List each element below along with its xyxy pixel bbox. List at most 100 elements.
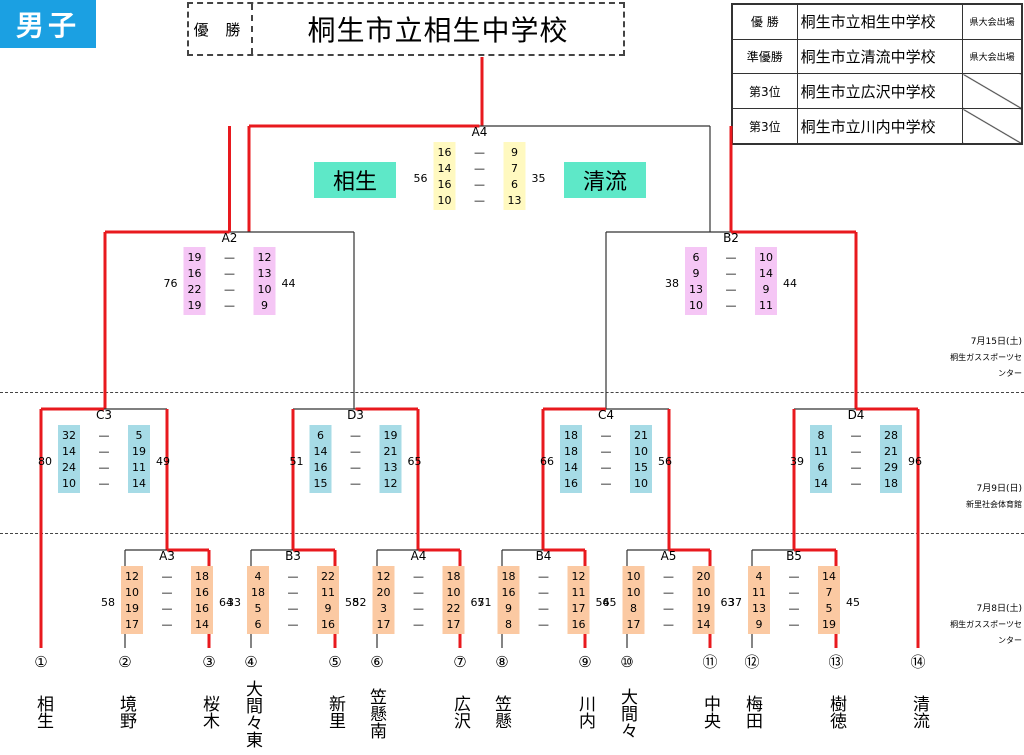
score-box-right xyxy=(755,247,777,315)
score-dash: — xyxy=(538,586,549,599)
set-score-left: 32 xyxy=(62,429,76,442)
total-score-left: 37 xyxy=(728,596,742,609)
set-score-left: 16 xyxy=(502,586,516,599)
score-dash: — xyxy=(288,586,299,599)
set-score-right: 11 xyxy=(572,586,586,599)
set-score-right: 14 xyxy=(697,618,711,631)
set-score-right: 14 xyxy=(195,618,209,631)
team-name: 新里 xyxy=(325,695,345,729)
score-box-left xyxy=(121,566,143,634)
score-box-right xyxy=(442,566,465,634)
set-score-right: 14 xyxy=(822,570,836,583)
score-dash: — xyxy=(663,602,674,615)
results-rank: 準優勝 xyxy=(731,38,798,75)
score-dash: — xyxy=(99,461,110,474)
total-score-left: 76 xyxy=(164,277,178,290)
score-dash: — xyxy=(726,267,737,280)
score-dash: — xyxy=(99,477,110,490)
score-dash: — xyxy=(224,299,235,312)
score-box-left xyxy=(685,247,707,315)
set-score-left: 13 xyxy=(752,602,766,615)
set-score-left: 14 xyxy=(564,461,578,474)
set-score-right: 19 xyxy=(822,618,836,631)
score-dash: — xyxy=(789,618,800,631)
total-score-right: 64 xyxy=(219,596,233,609)
set-score-right: 29 xyxy=(884,461,898,474)
team-name: 桜木 xyxy=(199,695,219,729)
score-dash: — xyxy=(288,570,299,583)
set-score-left: 8 xyxy=(505,618,512,631)
score-box-right xyxy=(630,425,652,493)
set-score-left: 6 xyxy=(818,461,825,474)
set-score-right: 5 xyxy=(136,429,143,442)
team-number: ⑤ xyxy=(328,653,341,671)
results-rank: 優 勝 xyxy=(731,3,798,40)
team-name: 笠懸南 xyxy=(366,688,386,739)
set-score-right: 22 xyxy=(321,570,335,583)
set-score-right: 6 xyxy=(511,178,518,191)
match-label: A2 xyxy=(222,231,238,245)
score-dash: — xyxy=(851,461,862,474)
champion-box: 優 勝 桐生市立相生中学校 xyxy=(187,2,625,56)
team-name: 川内 xyxy=(575,695,595,729)
set-score-right: 9 xyxy=(325,602,332,615)
set-score-left: 14 xyxy=(62,445,76,458)
score-dash: — xyxy=(474,194,485,207)
score-dash: — xyxy=(288,602,299,615)
set-score-left: 16 xyxy=(438,178,452,191)
match-label: B4 xyxy=(536,549,552,563)
score-dash: — xyxy=(99,445,110,458)
score-dash: — xyxy=(726,251,737,264)
set-score-right: 17 xyxy=(572,602,586,615)
team-name: 清流 xyxy=(909,695,929,729)
score-box-left xyxy=(58,425,80,493)
score-box-right xyxy=(880,425,902,493)
set-score-left: 8 xyxy=(630,602,637,615)
match-label: A5 xyxy=(661,549,677,563)
total-score-left: 80 xyxy=(38,455,52,468)
score-dash: — xyxy=(224,251,235,264)
team-name: 笠懸 xyxy=(491,695,511,729)
set-score-left: 6 xyxy=(317,429,324,442)
total-score-left: 51 xyxy=(290,455,304,468)
date-note-round1: 7月8日(土) 桐生ガススポーツセンター xyxy=(948,601,1022,649)
results-note: 県大会出場 xyxy=(962,38,1023,75)
set-score-right: 5 xyxy=(826,602,833,615)
score-dash: — xyxy=(601,429,612,442)
set-score-left: 6 xyxy=(693,251,700,264)
results-row: 準優勝 桐生市立清流中学校 県大会出場 xyxy=(731,38,1023,75)
total-score-right: 58 xyxy=(345,596,359,609)
set-score-left: 18 xyxy=(564,445,578,458)
score-dash: — xyxy=(350,477,361,490)
date-text: 7月8日(土) xyxy=(976,604,1022,614)
set-score-right: 14 xyxy=(759,267,773,280)
match-label: A3 xyxy=(159,549,175,563)
score-box-left xyxy=(433,142,456,210)
score-dash: — xyxy=(288,618,299,631)
score-dash: — xyxy=(350,429,361,442)
score-dash: — xyxy=(601,477,612,490)
set-score-left: 16 xyxy=(564,477,578,490)
score-dash: — xyxy=(789,602,800,615)
set-score-left: 9 xyxy=(505,602,512,615)
results-row: 第3位 桐生市立広沢中学校 xyxy=(731,73,1023,110)
set-score-right: 21 xyxy=(384,445,398,458)
set-score-right: 10 xyxy=(634,477,648,490)
team-number: ③ xyxy=(202,653,215,671)
team-number: ⑩ xyxy=(620,653,633,671)
score-dash: — xyxy=(162,570,173,583)
score-box-left xyxy=(247,566,269,634)
champion-label: 優 勝 xyxy=(189,4,253,54)
set-score-right: 10 xyxy=(447,586,461,599)
set-score-left: 19 xyxy=(125,602,139,615)
venue-text: 新里社会体育館 xyxy=(966,500,1022,509)
results-school: 桐生市立広沢中学校 xyxy=(796,73,964,110)
set-score-left: 12 xyxy=(377,570,391,583)
match-label: B5 xyxy=(786,549,802,563)
match-label: B3 xyxy=(285,549,301,563)
set-score-right: 19 xyxy=(132,445,146,458)
total-score-left: 45 xyxy=(603,596,617,609)
team-name: 梅田 xyxy=(742,695,762,729)
team-number: ① xyxy=(34,653,47,671)
team-number: ④ xyxy=(244,653,257,671)
